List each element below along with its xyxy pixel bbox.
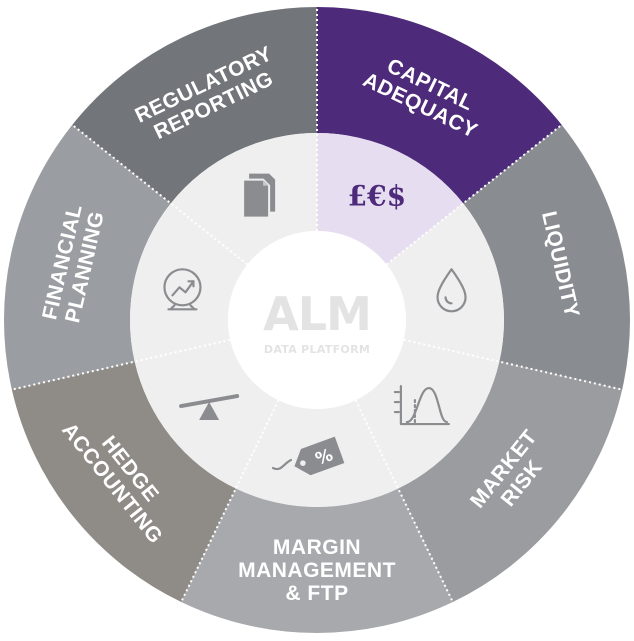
segment-market-risk xyxy=(398,361,623,603)
divider-line xyxy=(180,399,280,603)
segment-label-line: MANAGEMENT xyxy=(238,559,396,582)
divider-line xyxy=(385,124,563,266)
segment-capital-adequacy xyxy=(317,7,562,204)
center-hub: ALM DATA PLATFORM xyxy=(228,231,406,409)
center-subtitle: DATA PLATFORM xyxy=(264,343,370,356)
currency-icon: £€$ xyxy=(348,180,406,213)
segment-liquidity xyxy=(463,124,630,390)
growth-globe-icon xyxy=(163,268,202,311)
inner-sector-liquidity xyxy=(386,203,504,362)
divider-line xyxy=(71,124,249,266)
segment-icons: £€$% xyxy=(163,173,467,476)
segment-dividers xyxy=(11,7,623,603)
segment-regulatory-reporting xyxy=(72,7,317,204)
balance-scale-icon xyxy=(179,394,240,421)
inner-sector-financial-planning xyxy=(129,203,248,362)
outer-ring xyxy=(4,7,630,633)
segment-financial-planning xyxy=(4,124,171,390)
segment-label-line: MARGIN xyxy=(273,536,361,559)
divider-line xyxy=(403,338,623,391)
documents-icon xyxy=(242,173,276,219)
divider-line xyxy=(11,338,231,391)
center-title: ALM xyxy=(263,287,371,341)
distribution-curve-icon xyxy=(393,384,450,426)
divider-line xyxy=(354,399,454,603)
currency-glyph: £€$ xyxy=(348,180,406,213)
segment-margin-management xyxy=(181,488,453,633)
hub-circle xyxy=(228,231,406,409)
water-drop-icon xyxy=(436,268,467,313)
segment-label-line: & FTP xyxy=(285,582,348,605)
price-tag-icon: % xyxy=(271,436,345,476)
segment-hedge-accounting xyxy=(11,361,236,603)
inner-sector-market-risk xyxy=(355,339,500,489)
percent-glyph: % xyxy=(313,445,336,470)
